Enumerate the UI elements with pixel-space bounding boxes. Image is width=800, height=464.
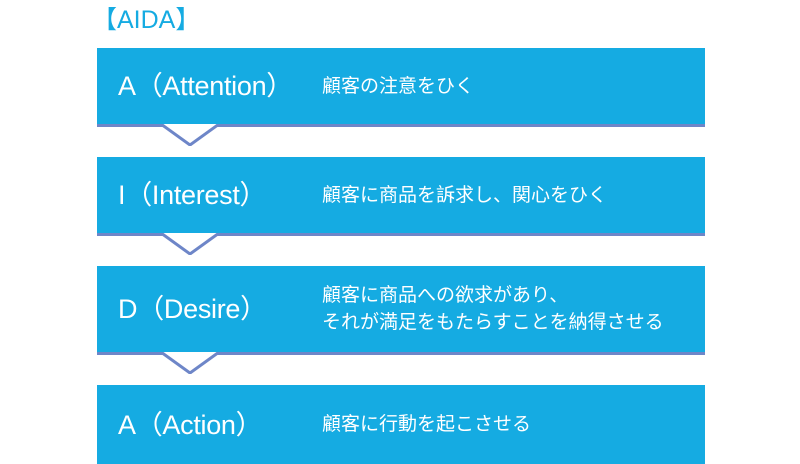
description-line: 顧客の注意をひく (322, 75, 475, 97)
stage-description-desire: 顧客に商品への欲求があり、 それが満足をもたらすことを納得させる (322, 282, 705, 336)
description-line: 顧客に商品を訴求し、関心をひく (322, 184, 608, 206)
description-line: それが満足をもたらすことを納得させる (322, 312, 664, 333)
stage-list: A（Attention） 顧客の注意をひく I（Interest） 顧客に商品を… (97, 48, 705, 464)
stage-gap (97, 255, 705, 266)
stage-label-action: A（Action） (118, 409, 263, 440)
connector-arrow-desire-to-action (97, 352, 705, 374)
description-line: 顧客に商品への欲求があり、 (322, 285, 569, 306)
stage-bar-interest[interactable]: I（Interest） 顧客に商品を訴求し、関心をひく (97, 157, 705, 233)
connector-arrow-interest-to-desire (97, 233, 705, 255)
page-title: 【AIDA】 (92, 6, 201, 34)
connector-arrow-attention-to-interest (97, 124, 705, 146)
stage-interest: I（Interest） 顧客に商品を訴求し、関心をひく (97, 157, 705, 255)
stage-description-attention: 顧客の注意をひく (322, 73, 705, 100)
stage-gap (97, 146, 705, 157)
stage-description-interest: 顧客に商品を訴求し、関心をひく (322, 182, 705, 209)
stage-attention: A（Attention） 顧客の注意をひく (97, 48, 705, 146)
stage-gap (97, 374, 705, 385)
stage-label-attention: A（Attention） (118, 71, 293, 101)
stage-bar-desire[interactable]: D（Desire） 顧客に商品への欲求があり、 それが満足をもたらすことを納得さ… (97, 266, 705, 352)
stage-action: A（Action） 顧客に行動を起こさせる (97, 385, 705, 464)
stage-label-interest: I（Interest） (118, 180, 267, 210)
stage-bar-attention[interactable]: A（Attention） 顧客の注意をひく (97, 48, 705, 124)
stage-description-action: 顧客に行動を起こさせる (322, 411, 705, 438)
description-line: 顧客に行動を起こさせる (322, 414, 532, 435)
stage-desire: D（Desire） 顧客に商品への欲求があり、 それが満足をもたらすことを納得さ… (97, 266, 705, 374)
aida-funnel-diagram: 【AIDA】 A（Attention） 顧客の注意をひく I（Interest） (92, 6, 705, 464)
stage-bar-action[interactable]: A（Action） 顧客に行動を起こさせる (97, 385, 705, 464)
stage-label-desire: D（Desire） (118, 294, 267, 324)
